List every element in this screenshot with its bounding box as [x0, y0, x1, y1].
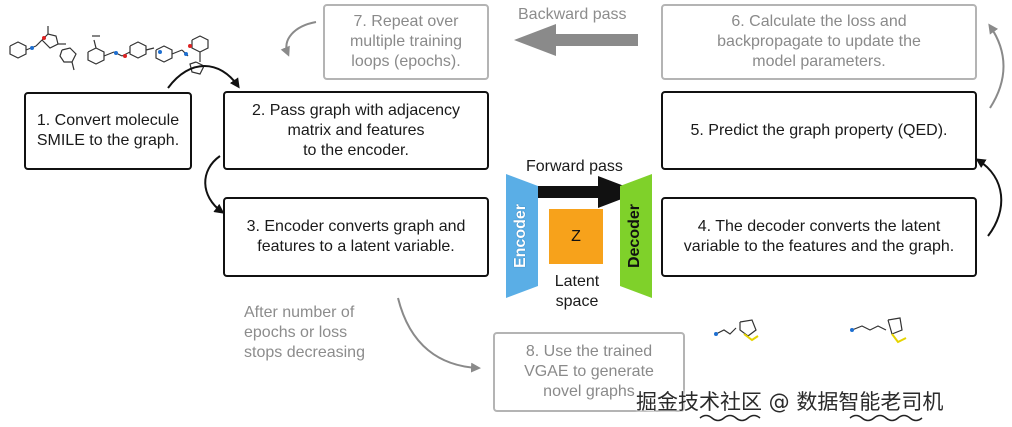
- decoder-shape: [620, 174, 652, 298]
- step-3-box: 3. Encoder converts graph and features t…: [223, 197, 489, 277]
- step-4-box: 4. The decoder converts the latent varia…: [661, 197, 977, 277]
- backward-pass-arrow: [514, 24, 638, 56]
- step-5-box: 5. Predict the graph property (QED).: [661, 91, 977, 170]
- forward-pass-label: Forward pass: [526, 158, 623, 175]
- encoder-shape: [506, 174, 538, 298]
- arrow-molecule-to-encoder-input: [167, 65, 240, 89]
- step-2-box: 2. Pass graph with adjacency matrix and …: [223, 91, 489, 170]
- step-2-text: 2. Pass graph with adjacency matrix and …: [251, 101, 461, 159]
- step-8-box: 8. Use the trained VGAE to generate nove…: [493, 332, 685, 412]
- backward-pass-label: Backward pass: [518, 6, 627, 23]
- step-7-text: 7. Repeat over multiple training loops (…: [349, 13, 463, 70]
- stop-condition-label: After number of epochs or loss stops dec…: [244, 304, 365, 361]
- arrow-step2-to-step3: [204, 155, 225, 214]
- arrow-step5-to-step6: [988, 23, 1005, 109]
- step-3-text: 3. Encoder converts graph and features t…: [246, 218, 466, 255]
- step-5-text: 5. Predict the graph property (QED).: [690, 121, 948, 139]
- step-8-text: 8. Use the trained VGAE to generate nove…: [524, 343, 654, 400]
- watermark: 掘金技术社区 @ 数据智能老司机: [636, 390, 944, 414]
- arrow-step7-to-step2: [280, 21, 317, 57]
- step-6-text: 6. Calculate the loss and backpropagate …: [717, 13, 921, 70]
- forward-pass-arrow: [516, 176, 640, 208]
- latent-space-label: Latent space: [554, 273, 600, 310]
- step-1-text: 1. Convert molecule SMILE to the graph.: [36, 112, 180, 149]
- arrow-step4-to-step5: [975, 158, 1003, 237]
- arrow-stop-to-step8: [397, 297, 481, 373]
- step-1-box: 1. Convert molecule SMILE to the graph.: [24, 92, 192, 170]
- latent-z-label: Z: [571, 227, 581, 245]
- latent-z-box: Z: [549, 209, 603, 264]
- step-6-box: 6. Calculate the loss and backpropagate …: [661, 4, 977, 80]
- step-7-box: 7. Repeat over multiple training loops (…: [323, 4, 489, 80]
- step-4-text: 4. The decoder converts the latent varia…: [683, 218, 955, 255]
